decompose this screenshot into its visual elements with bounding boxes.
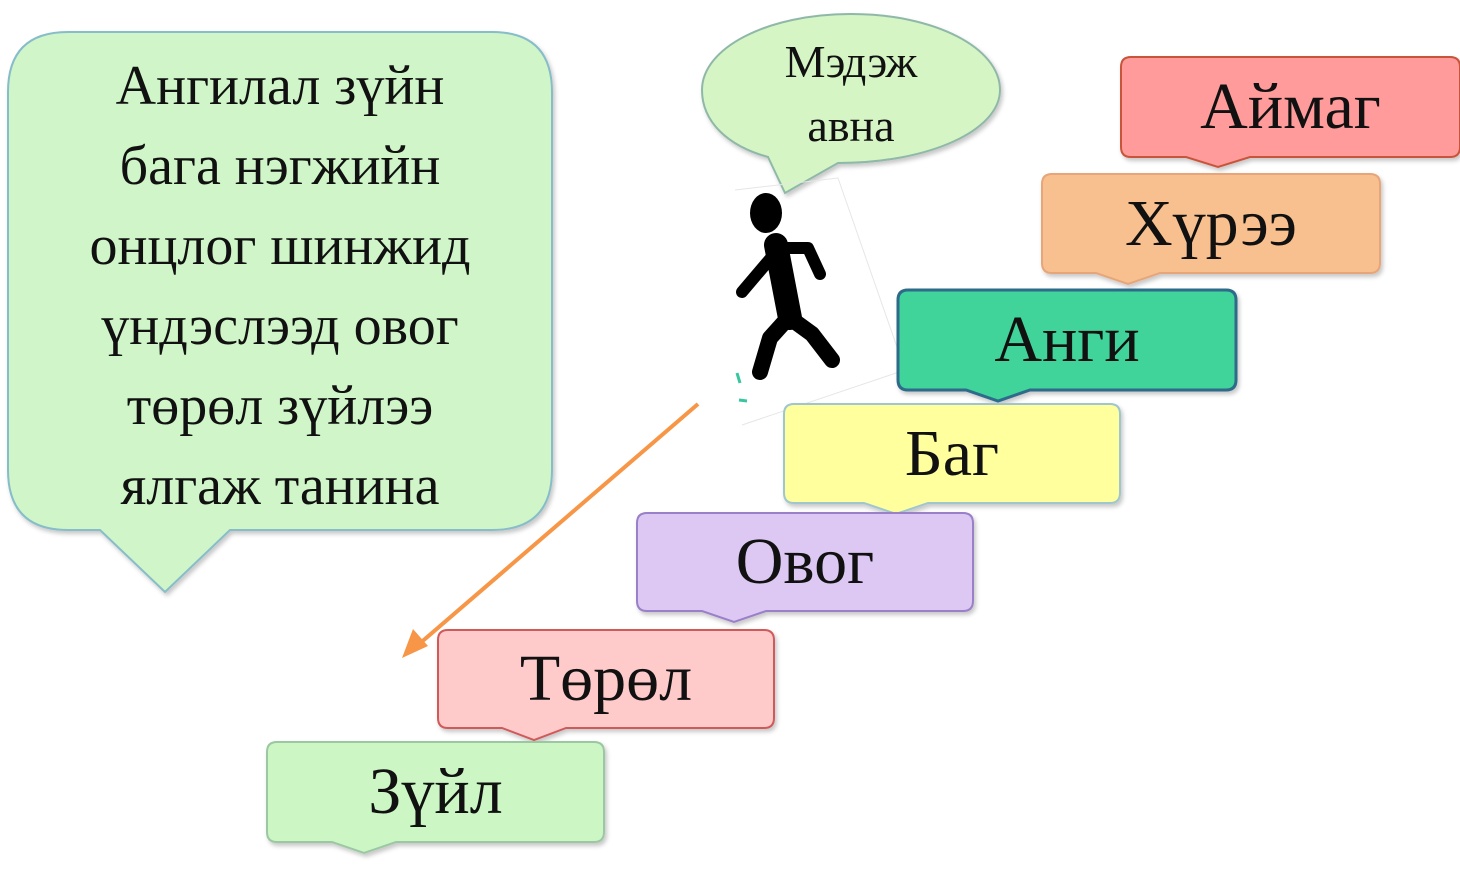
callout-line: Ангилал зүйн xyxy=(115,55,445,117)
callout-line: онцлог шинжид xyxy=(89,215,471,277)
callout-line: төрөл зүйлээ xyxy=(126,375,434,437)
left-callout-text: Ангилал зүйн бага нэгжийн онцлог шинжид … xyxy=(8,46,552,526)
step-box-angi xyxy=(896,288,1238,403)
walker-figure xyxy=(734,177,906,426)
step-box-torol xyxy=(437,629,775,742)
callout-line: үндэслээд овог xyxy=(101,295,459,357)
callout-line: ялгаж танина xyxy=(120,455,440,517)
speech-line: Мэдэж xyxy=(784,36,918,87)
step-label-zuil: Зүйл xyxy=(368,755,503,828)
callout-line: бага нэгжийн xyxy=(119,135,441,197)
step-box-khuree xyxy=(1041,173,1381,286)
step-label-angi: Анги xyxy=(994,303,1140,376)
down-arrow xyxy=(402,402,700,658)
step-label-bag: Баг xyxy=(904,417,1000,490)
speech-bubble-text: Мэдэж авна xyxy=(702,30,1000,158)
step-box-zuil xyxy=(266,741,605,855)
step-label-ovog: Овог xyxy=(735,525,875,598)
step-box-bag xyxy=(783,403,1121,516)
step-box-aimag xyxy=(1120,56,1460,169)
step-label-khuree: Хүрээ xyxy=(1125,187,1297,260)
speech-bubble xyxy=(700,12,1002,195)
speech-line: авна xyxy=(807,100,895,151)
step-label-torol: Төрөл xyxy=(519,642,693,715)
step-box-ovog xyxy=(636,512,974,624)
taxonomy-steps xyxy=(266,56,1460,855)
step-label-aimag: Аймаг xyxy=(1200,70,1381,143)
left-callout-bubble xyxy=(7,31,553,594)
